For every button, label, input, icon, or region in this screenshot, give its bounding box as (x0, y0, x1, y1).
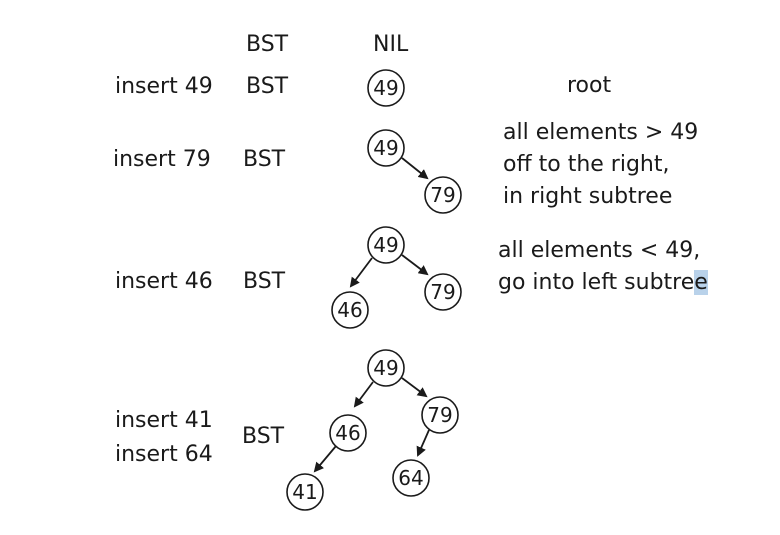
step-4-op-line-2: insert 64 (115, 442, 213, 467)
step-4-op-line-1: insert 41 (115, 408, 213, 433)
tree-node-64: 64 (392, 459, 430, 497)
node-circle (424, 176, 462, 214)
edge-49-79 (401, 377, 428, 398)
step-3-op: insert 46 (115, 269, 213, 294)
node-circle (367, 69, 405, 107)
node-label: 49 (373, 233, 398, 257)
header-bst: BST (246, 32, 289, 57)
node-circle (367, 129, 405, 167)
note-left-line-2-text: go into left subtre (498, 270, 695, 295)
tree-node-46: 46 (329, 414, 367, 452)
note-left-line-2: go into left subtree (498, 267, 708, 299)
text-selection-highlight: e (694, 270, 708, 295)
node-label: 49 (373, 76, 398, 100)
step-1-kind: BST (246, 74, 289, 99)
tree-step-4: 49 46 79 41 64 (286, 349, 459, 511)
node-label: 49 (373, 136, 398, 160)
tree-node-49: 49 (367, 129, 405, 167)
node-label: 79 (427, 403, 452, 427)
step-4-kind: BST (242, 424, 285, 449)
note-right-line-3: in right subtree (503, 184, 673, 209)
step-1-op: insert 49 (115, 74, 213, 99)
tree-step-2: 49 79 (367, 129, 462, 214)
node-circle (367, 349, 405, 387)
tree-node-79: 79 (424, 273, 462, 311)
node-circle (367, 226, 405, 264)
note-left-subtree: all elements < 49, go into left subtree (498, 235, 708, 299)
tree-step-1: 49 (367, 69, 405, 107)
node-label: 46 (337, 298, 362, 322)
step-2-kind: BST (243, 147, 286, 172)
note-root: root (567, 73, 612, 98)
tree-node-79: 79 (421, 396, 459, 434)
note-right-subtree: all elements > 49 off to the right, in r… (503, 117, 698, 213)
tree-node-49: 49 (367, 349, 405, 387)
tree-step-3: 49 46 79 (331, 226, 462, 329)
node-label: 49 (373, 356, 398, 380)
node-circle (392, 459, 430, 497)
edge-79-64 (416, 429, 430, 457)
edge-49-46 (349, 257, 373, 288)
edge-49-79 (401, 157, 429, 180)
node-label: 46 (335, 421, 360, 445)
edge-49-79 (401, 254, 429, 276)
edge-49-46 (353, 381, 374, 408)
node-circle (329, 414, 367, 452)
tree-node-49: 49 (367, 226, 405, 264)
header-nil: NIL (373, 32, 409, 57)
node-circle (331, 291, 369, 329)
tree-node-46: 46 (331, 291, 369, 329)
note-right-line-2: off to the right, (503, 152, 670, 177)
tree-node-79: 79 (424, 176, 462, 214)
node-circle (286, 473, 324, 511)
note-left-line-1: all elements < 49, (498, 238, 701, 263)
step-3-kind: BST (243, 269, 286, 294)
node-circle (424, 273, 462, 311)
node-circle (421, 396, 459, 434)
note-right-line-1: all elements > 49 (503, 120, 699, 145)
node-label: 79 (430, 183, 455, 207)
tree-node-41: 41 (286, 473, 324, 511)
tree-node-49: 49 (367, 69, 405, 107)
edge-46-41 (313, 445, 337, 473)
node-label: 64 (398, 466, 423, 490)
node-label: 41 (292, 480, 317, 504)
step-2-op: insert 79 (113, 147, 211, 172)
node-label: 79 (430, 280, 455, 304)
